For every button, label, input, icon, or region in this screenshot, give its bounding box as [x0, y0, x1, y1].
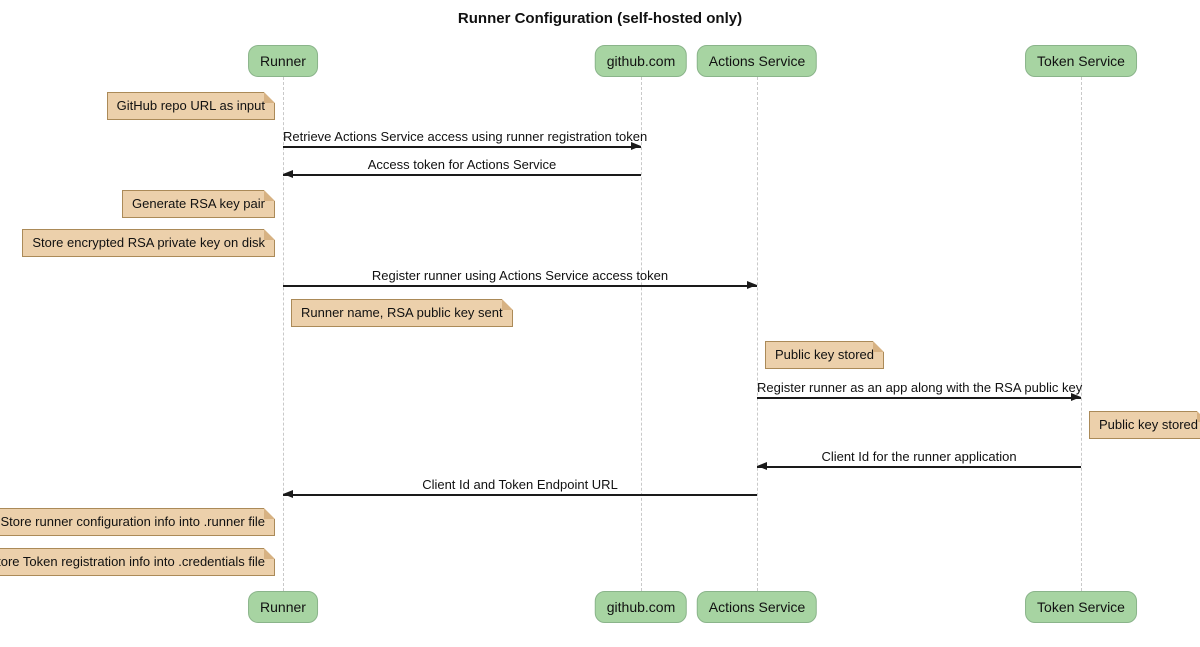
arrow-left-icon [283, 171, 641, 178]
message-client-id: Client Id for the runner application [757, 449, 1081, 470]
message-access-token: Access token for Actions Service [283, 157, 641, 178]
participant-actions-service-bottom: Actions Service [696, 591, 818, 623]
note-runner-name-sent: Runner name, RSA public key sent [291, 299, 513, 327]
participant-runner-top: Runner [248, 45, 318, 77]
note-fold-icon [501, 299, 513, 310]
note-fold-icon [264, 92, 275, 103]
participant-runner-bottom: Runner [248, 591, 318, 623]
message-label: Register runner using Actions Service ac… [371, 268, 669, 283]
note-fold-icon [873, 341, 884, 352]
message-label: Client Id for the runner application [821, 449, 1017, 464]
note-text: Runner name, RSA public key sent [301, 305, 503, 320]
participant-actions-service-top: Actions Service [696, 45, 818, 77]
note-store-runner-file: Store runner configuration info into .ru… [0, 508, 275, 536]
lifeline-runner [283, 77, 284, 591]
diagram-title: Runner Configuration (self-hosted only) [457, 10, 743, 27]
arrow-right-icon [283, 282, 757, 289]
arrow-left-icon [757, 463, 1081, 470]
lifeline-github [641, 77, 642, 591]
note-text: Store runner configuration info into .ru… [0, 514, 266, 529]
note-text: GitHub repo URL as input [116, 98, 265, 113]
message-register-runner: Register runner using Actions Service ac… [283, 268, 757, 289]
note-fold-icon [264, 508, 275, 519]
note-fold-icon [264, 229, 275, 240]
message-register-runner-app: Register runner as an app along with the… [757, 380, 1083, 401]
message-label: Access token for Actions Service [367, 157, 557, 172]
note-text: Generate RSA key pair [132, 196, 265, 211]
note-text: Public key stored [1099, 417, 1198, 432]
note-text: Store encrypted RSA private key on disk [32, 235, 265, 250]
note-fold-icon [264, 190, 275, 201]
message-label: Register runner as an app along with the… [757, 380, 1083, 395]
participant-github-bottom: github.com [594, 591, 688, 623]
note-store-private-key: Store encrypted RSA private key on disk [22, 229, 275, 257]
note-public-key-stored-token: Public key stored [1089, 411, 1200, 439]
note-generate-rsa: Generate RSA key pair [122, 190, 275, 218]
participant-github-top: github.com [594, 45, 688, 77]
arrow-left-icon [283, 491, 757, 498]
message-label: Client Id and Token Endpoint URL [422, 477, 618, 492]
note-text: Public key stored [775, 347, 874, 362]
note-store-credentials-file: Store Token registration info into .cred… [0, 548, 275, 576]
participant-token-service-top: Token Service [1025, 45, 1137, 77]
note-fold-icon [1197, 411, 1200, 422]
lifeline-token-service [1081, 77, 1082, 591]
note-public-key-stored-actions: Public key stored [765, 341, 884, 369]
note-github-repo-url: GitHub repo URL as input [106, 92, 275, 120]
arrow-right-icon [283, 143, 641, 150]
message-retrieve-actions-access: Retrieve Actions Service access using ru… [283, 129, 648, 150]
arrow-right-icon [757, 394, 1081, 401]
note-text: Store Token registration info into .cred… [0, 554, 265, 569]
message-label: Retrieve Actions Service access using ru… [283, 129, 648, 144]
lifeline-actions-service [757, 77, 758, 591]
note-fold-icon [264, 548, 275, 559]
message-client-id-endpoint: Client Id and Token Endpoint URL [283, 477, 757, 498]
participant-token-service-bottom: Token Service [1025, 591, 1137, 623]
